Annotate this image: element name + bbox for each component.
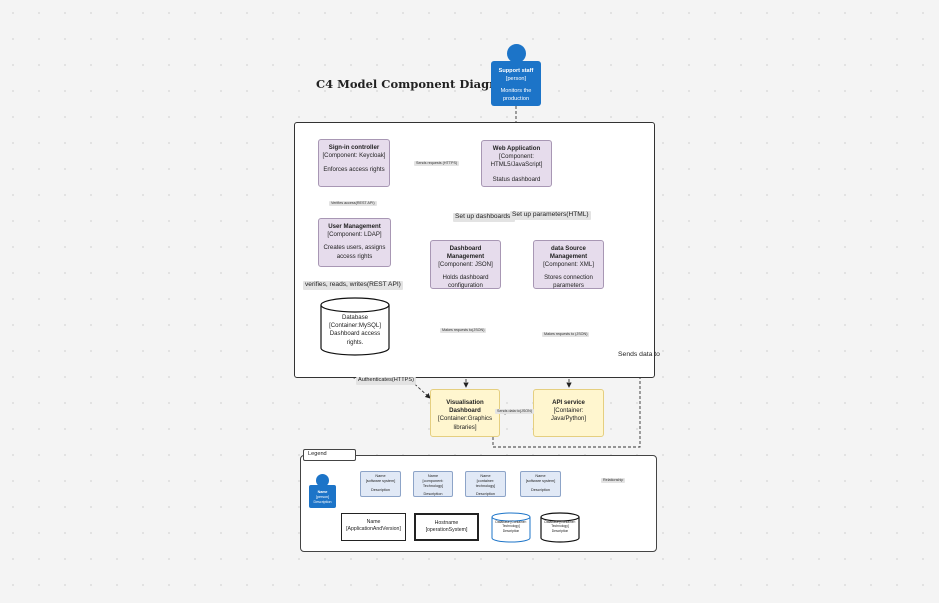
api-tech: [Container: Java/Python]: [550, 407, 587, 423]
label-verifies-access: Verifies access(REST API): [329, 201, 377, 207]
dashmgmt-name: Dashboard Management: [446, 245, 485, 261]
person-name: Support staff: [498, 68, 534, 74]
legend-box-application: Name [ApplicationAndVersion]: [341, 513, 406, 541]
component-user-management[interactable]: User Management [Component: LDAP] Create…: [318, 218, 391, 267]
dsmgmt-name: data Source Management: [549, 245, 588, 261]
signin-name: Sign-in controller: [328, 144, 380, 151]
diagram-title: C4 Model Component Diagram: [316, 77, 515, 91]
label-makes-requests-json-right: Makes requests to (JSON): [542, 332, 590, 338]
legend-box-sub: [ApplicationAndVersion]: [346, 526, 401, 533]
legend-database-cylinder-black: [540, 512, 580, 543]
legend-db1-label: Database [Container: Technology] Descrip…: [495, 520, 527, 533]
signin-tech: [Component: Keycloak]: [322, 152, 386, 160]
label-sends-data-json: Sends data to(JSON): [495, 409, 535, 415]
legend-box-name: Hostname: [434, 520, 459, 526]
legend-item-software-system-2: Name [software system] Description: [520, 471, 561, 497]
database-label: Database [Container:MySQL] Dashboard acc…: [329, 314, 381, 346]
dsmgmt-tech: [Component: XML]: [543, 261, 594, 269]
legend-person-desc: Description: [313, 500, 332, 505]
label-sends-data-to: Sends data to: [618, 351, 660, 358]
api-name: API service: [552, 399, 585, 406]
legend-item-name: Name: [480, 474, 491, 478]
legend-person-head-icon: [316, 474, 329, 487]
signin-desc: Enforces access rights: [323, 166, 385, 174]
legend-item-component: Name [component: Technology] Description: [413, 471, 453, 497]
legend-item-desc: Description: [531, 488, 550, 493]
container-visualisation-dashboard[interactable]: Visualisation Dashboard [Container:Graph…: [430, 389, 500, 437]
legend-item-desc: Description: [476, 492, 495, 497]
container-api-service[interactable]: API service [Container: Java/Python]: [533, 389, 604, 437]
legend-item-container: Name [container: technology] Description: [465, 471, 506, 497]
dashmgmt-desc: Holds dashboard configuration: [442, 273, 489, 289]
label-set-up-dashboards: Set up dashboards(: [453, 213, 515, 222]
legend-person: Name [person] Description: [309, 485, 336, 508]
legend-item-tech: [container: technology]: [475, 479, 496, 489]
dsmgmt-desc: Stores connection parameters: [544, 273, 593, 289]
usermgmt-desc: Creates users, assigns access rights: [323, 244, 386, 260]
person-support-staff[interactable]: Support staff [person] Monitors the prod…: [491, 61, 541, 106]
legend-item-name: Name: [375, 474, 386, 478]
legend-person-name: Name: [317, 490, 328, 494]
component-signin-controller[interactable]: Sign-in controller [Component: Keycloak]…: [318, 139, 390, 187]
component-web-application[interactable]: Web Application [Component: HTML5/JavaSc…: [481, 140, 552, 187]
label-verifies-reads-writes: verifies, reads, writes(REST API): [303, 281, 403, 290]
dashmgmt-tech: [Component: JSON]: [438, 261, 493, 269]
legend-person-type: [person]: [316, 495, 329, 500]
legend-item-desc: Description: [423, 492, 443, 497]
label-makes-requests-json-left: Makes requests to(JSON): [440, 328, 487, 334]
legend-tab: Legend: [303, 449, 356, 461]
vis-tech: [Container:Graphics libraries]: [437, 415, 493, 431]
vis-name: Visualisation Dashboard: [446, 399, 484, 415]
usermgmt-tech: [Component: LDAP]: [327, 231, 382, 239]
legend-relationship-label: Relationship: [601, 478, 626, 484]
label-authenticates: Authenticates(HTTPS): [356, 377, 416, 385]
webapp-name: Web Application: [492, 145, 541, 152]
legend-db2-label: Database [Container: Technology] Descrip…: [544, 520, 576, 533]
legend-item-name: Name: [427, 474, 439, 478]
legend-box-name: Name: [366, 519, 381, 525]
legend-box-hostname: Hostname [operationSystem]: [414, 513, 479, 541]
legend-database-cylinder-blue: [491, 512, 531, 543]
component-dashboard-management[interactable]: Dashboard Management [Component: JSON] H…: [430, 240, 501, 289]
label-sends-requests: Sends requests (HTTPS): [414, 161, 460, 167]
legend-item-software-system: Name [software system] Description: [360, 471, 401, 497]
component-data-source-management[interactable]: data Source Management [Component: XML] …: [533, 240, 604, 289]
usermgmt-name: User Management: [328, 223, 381, 230]
legend-item-desc: Description: [371, 488, 390, 493]
legend-item-tech: [software system]: [525, 479, 556, 484]
legend-item-tech: [software system]: [365, 479, 396, 484]
webapp-tech: [Component: HTML5/JavaScript]: [490, 153, 543, 169]
label-set-up-parameters: Set up parameters(HTML): [510, 211, 591, 220]
person-head-icon: [507, 44, 526, 63]
legend-box-sub: [operationSystem]: [425, 527, 468, 534]
legend-item-name: Name: [535, 474, 546, 478]
database-cylinder[interactable]: [320, 297, 390, 357]
person-type: [person]: [505, 75, 527, 82]
webapp-desc: Status dashboard: [492, 175, 541, 183]
legend-item-tech: [component: Technology]: [422, 479, 444, 489]
person-desc: Monitors the production: [500, 88, 532, 102]
